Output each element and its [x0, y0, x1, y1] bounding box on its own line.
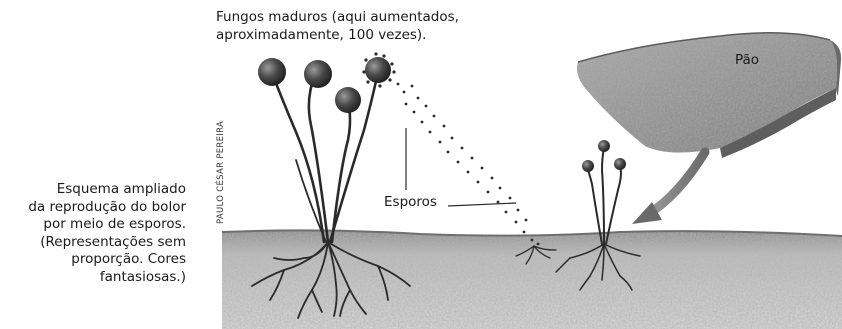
- caption-line: (Representações sem: [40, 233, 186, 250]
- young-sporangia: [582, 140, 626, 172]
- title-line: aproximadamente, 100 vezes).: [216, 27, 427, 43]
- figure-caption: Esquema ampliado da reprodução do bolor …: [10, 181, 186, 286]
- spore-trail: [396, 82, 540, 246]
- mature-fungi-label: Fungos maduros (aqui aumentados, aproxim…: [216, 8, 459, 44]
- bread-slice-illustration: [576, 32, 842, 158]
- caption-line: proporção. Cores: [71, 251, 186, 267]
- bread-mold-illustration: Pão: [221, 32, 842, 329]
- caption-line: Esquema ampliado: [56, 181, 186, 197]
- caption-line: da reprodução do bolor: [28, 198, 186, 215]
- germinating-fungus-small: [515, 245, 557, 265]
- mature-fungus-large: [272, 70, 380, 244]
- spores-pointer: [405, 128, 517, 207]
- spores-label: Esporos: [384, 194, 437, 210]
- fungus-roots-small: [555, 243, 641, 291]
- sporangia-heads: [258, 52, 396, 113]
- fungus-roots-large: [251, 241, 411, 319]
- substrate-surface: [221, 229, 842, 329]
- title-line: Fungos maduros (aqui aumentados,: [216, 9, 459, 25]
- caption-line: por meio de esporos.: [43, 216, 186, 232]
- transfer-arrow: [632, 147, 710, 224]
- bread-label: Pão: [735, 52, 759, 68]
- caption-line: fantasiosas.): [99, 268, 186, 285]
